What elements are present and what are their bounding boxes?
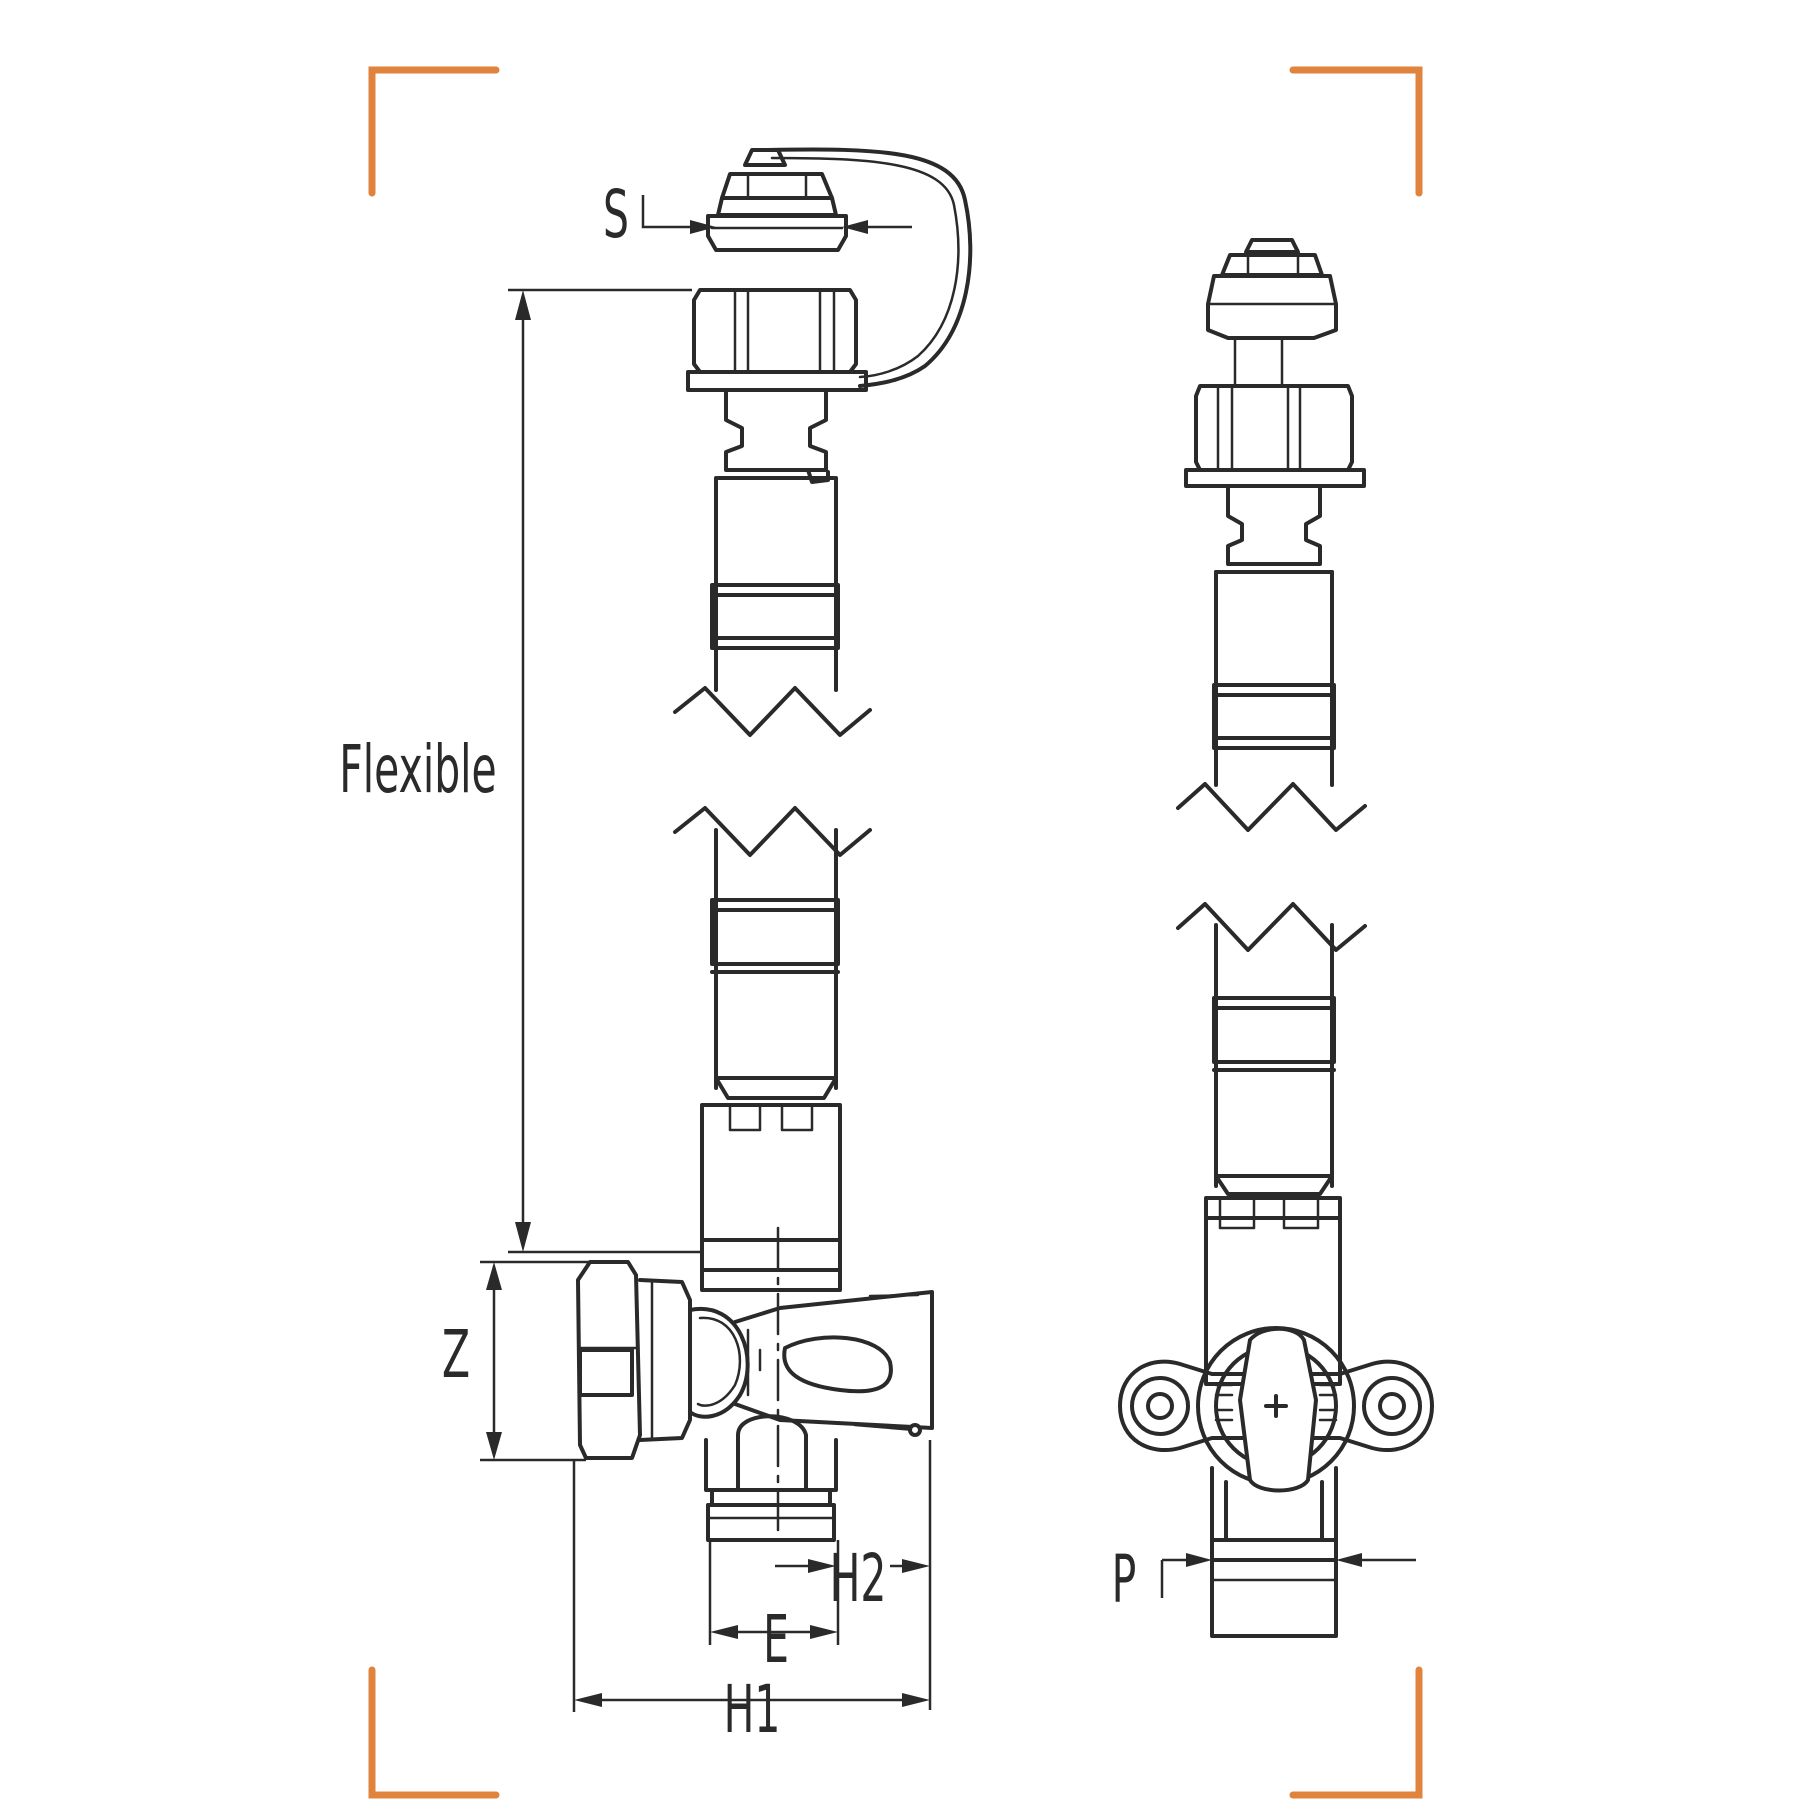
front-valve	[1118, 1326, 1434, 1638]
label-h1: H1	[724, 1671, 781, 1748]
front-view: P	[1112, 238, 1434, 1638]
dimension-p: P	[1112, 1541, 1416, 1618]
mount-hole-left	[1130, 1376, 1190, 1436]
front-break-line-lower	[1176, 902, 1367, 952]
label-p: P	[1112, 1541, 1137, 1618]
label-z: Z	[442, 1316, 470, 1393]
hex-nut	[686, 288, 868, 392]
corner-bottom-left	[368, 1666, 500, 1799]
corner-bottom-right	[1289, 1666, 1423, 1799]
label-flexible: Flexible	[339, 731, 496, 808]
dust-cap	[706, 147, 973, 388]
dimension-h2: H2	[775, 1440, 932, 1710]
dimension-h1: H1	[572, 1460, 930, 1748]
front-dust-cap	[1206, 238, 1338, 387]
front-lower-fitting	[1204, 923, 1342, 1386]
side-view: Flexible S Z E	[339, 147, 973, 1748]
label-e: E	[763, 1601, 789, 1678]
frame-corners	[368, 66, 1423, 1799]
front-break-line-upper	[1176, 782, 1367, 832]
valve-body	[576, 1260, 934, 1542]
front-hex-nut	[1184, 384, 1366, 488]
upper-fitting	[710, 388, 840, 692]
dimension-z: Z	[442, 1260, 590, 1462]
break-line-upper	[673, 686, 872, 737]
front-upper-fitting	[1212, 484, 1336, 787]
dimension-s: S	[603, 176, 912, 253]
break-line-lower	[673, 806, 872, 857]
label-s: S	[603, 176, 629, 253]
lower-fitting	[700, 828, 842, 1532]
dimension-flexible: Flexible	[339, 288, 700, 1254]
label-h2: H2	[830, 1540, 887, 1617]
corner-top-left	[368, 66, 500, 197]
corner-top-right	[1289, 66, 1423, 197]
dimension-e: E	[708, 1540, 840, 1678]
mount-hole-right	[1362, 1376, 1422, 1436]
